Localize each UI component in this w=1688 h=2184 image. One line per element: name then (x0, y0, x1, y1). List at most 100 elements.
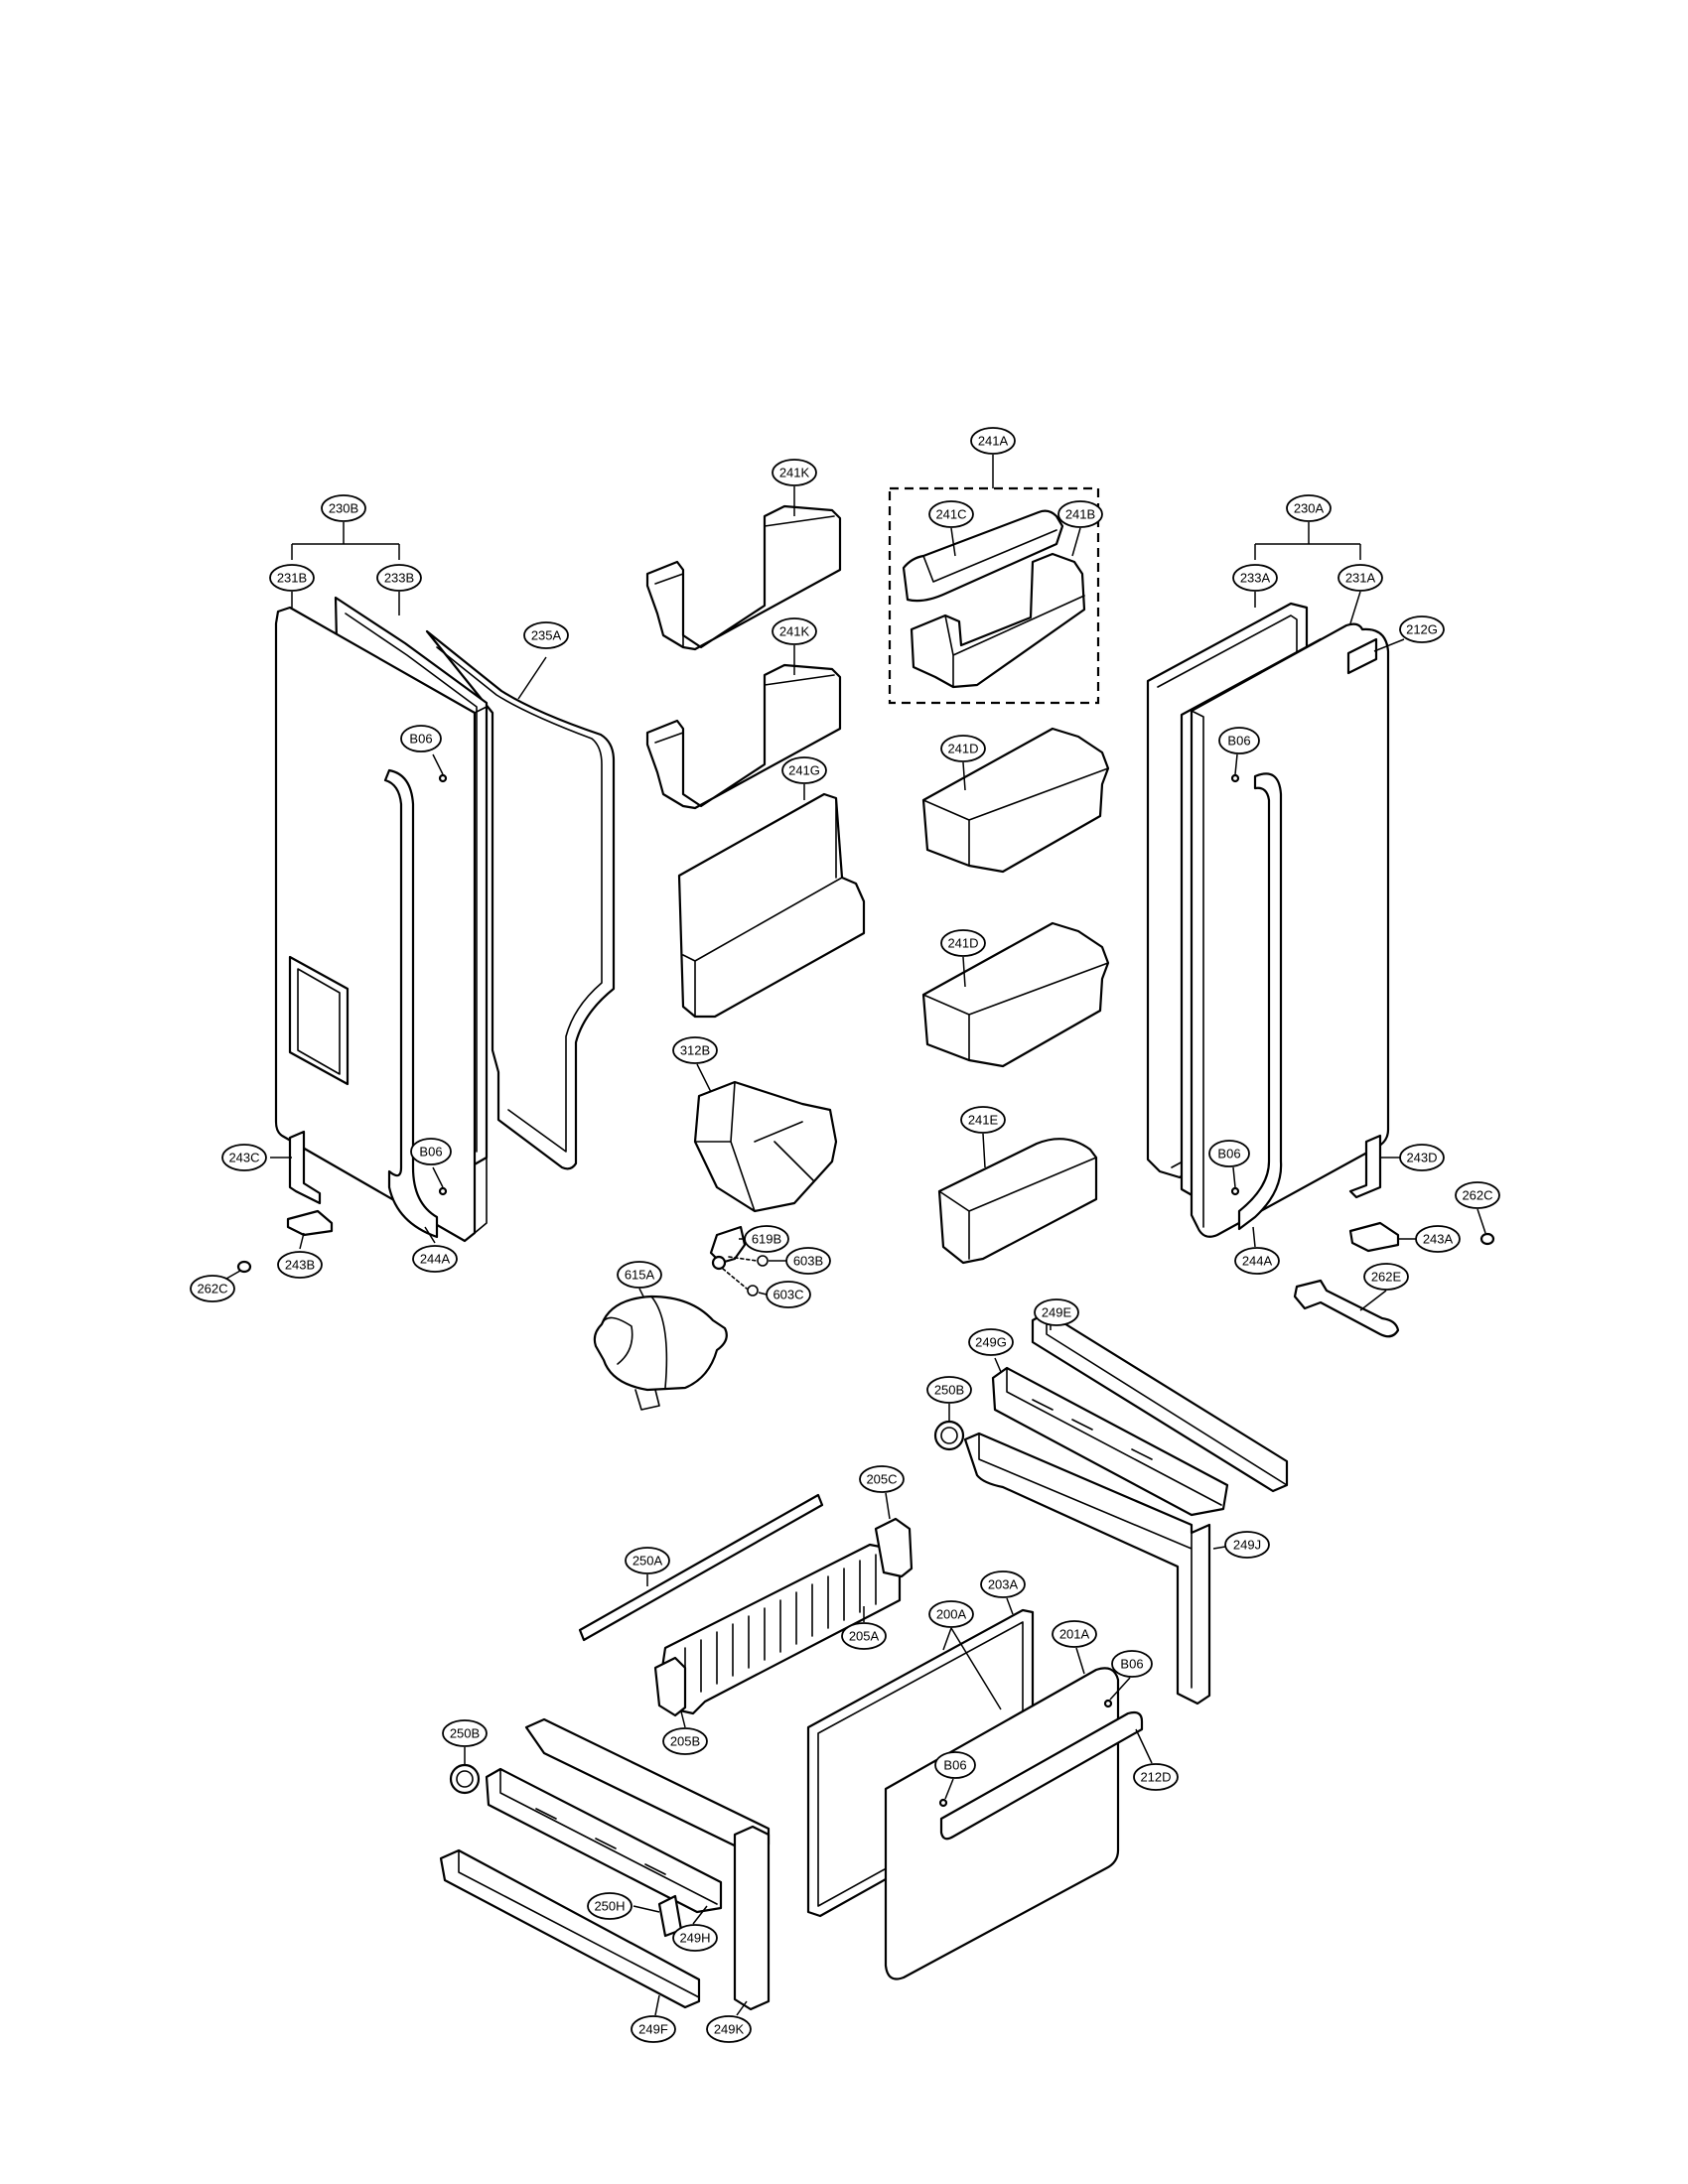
callout-241d-mid: 241D (940, 929, 986, 957)
leader-249f (654, 1994, 660, 2016)
left-door-panel-edge (474, 706, 488, 1234)
leader-235a (517, 656, 547, 700)
door-bins-left-column (593, 504, 866, 1411)
right-screw-262c (1479, 1232, 1495, 1246)
right-handle-244a (1237, 772, 1283, 1231)
callout-label: 262C (1462, 1188, 1492, 1203)
callout-label: B06 (1120, 1657, 1143, 1672)
leader-249g (994, 1357, 1002, 1373)
door-bin-241g-edge (682, 797, 843, 1018)
callout-243d: 243D (1399, 1144, 1445, 1171)
callout-241g: 241G (781, 756, 827, 784)
bracket-249j (963, 1432, 1211, 1706)
left-hinge-243c (288, 1130, 322, 1205)
callout-label: 603B (793, 1254, 823, 1269)
callout-label: 205C (866, 1472, 897, 1487)
callout-b06-left-bottom: B06 (410, 1138, 452, 1165)
callout-262c-left: 262C (190, 1275, 235, 1302)
callout-label: 250B (934, 1383, 964, 1398)
callout-b06-left-top: B06 (400, 725, 442, 752)
door-bins-right-column (921, 727, 1110, 1265)
callout-label: B06 (1217, 1147, 1240, 1161)
right-door-screw-top (1230, 773, 1240, 783)
callout-262c-right: 262C (1455, 1181, 1500, 1209)
callout-603c: 603C (766, 1281, 811, 1308)
gear-250b-bottom-inner (456, 1770, 474, 1788)
callout-label: 241C (935, 507, 966, 522)
leader-241d-mid (962, 956, 966, 988)
left-screw-262c (236, 1260, 252, 1274)
callout-label: 231B (277, 571, 307, 586)
leader-241b (1071, 527, 1081, 557)
ice-chute-312b (693, 1080, 838, 1213)
gear-250b-bottom (449, 1763, 481, 1795)
leader-212d (1135, 1728, 1153, 1764)
callout-243c: 243C (221, 1144, 267, 1171)
leader-262e (1359, 1290, 1387, 1311)
bin-cover-241c-edge (922, 529, 1057, 583)
callout-235a: 235A (523, 621, 569, 649)
callout-603b: 603B (785, 1247, 831, 1275)
callout-241e: 241E (960, 1106, 1006, 1134)
leader-b06-left-top (432, 753, 444, 775)
callout-249k: 249K (706, 2015, 752, 2043)
callout-249f: 249F (631, 2015, 676, 2043)
drawer-screw (938, 1798, 948, 1808)
callout-212g: 212G (1399, 615, 1445, 643)
callout-label: 233B (384, 571, 414, 586)
leader-615a (638, 1288, 644, 1297)
right-hinge-243d (1348, 1134, 1382, 1199)
callout-label: 262C (197, 1282, 227, 1297)
callout-label: 249F (638, 2022, 668, 2037)
right-door-panel-212g (1190, 622, 1390, 1238)
leader-241c (950, 527, 956, 557)
bin-241b-edge (944, 595, 1085, 688)
callout-label: 249E (1042, 1305, 1072, 1320)
door-bin-241k-mid (645, 663, 842, 810)
callout-label: 243C (228, 1151, 259, 1165)
leader-241d-top (962, 761, 966, 791)
callout-b06-drawer: B06 (934, 1751, 976, 1779)
callout-241c: 241C (928, 500, 974, 528)
callout-231b: 231B (269, 564, 315, 592)
callout-label: 249G (975, 1335, 1007, 1350)
leader-244a-right (1252, 1226, 1256, 1248)
callout-label: 205B (670, 1734, 700, 1749)
callout-label: 244A (420, 1252, 451, 1267)
callout-249j: 249J (1224, 1531, 1270, 1559)
right-door-screw-bottom (1230, 1186, 1240, 1196)
callout-label: B06 (1227, 734, 1250, 749)
clip-leaders (722, 1256, 758, 1290)
left-door-screw-top (438, 773, 448, 783)
callout-label: 241K (779, 466, 810, 480)
leader-b06-right-top (1234, 753, 1238, 775)
callout-label: 200A (936, 1607, 967, 1622)
callout-249e: 249E (1034, 1298, 1079, 1326)
callout-241b: 241B (1057, 500, 1103, 528)
callout-label: B06 (419, 1145, 442, 1160)
callout-label: 244A (1242, 1254, 1273, 1269)
bin-group-241a (888, 486, 1100, 705)
callout-241k-top: 241K (772, 459, 817, 486)
callout-label: 212D (1140, 1770, 1171, 1785)
callout-label: 233A (1240, 571, 1271, 586)
callout-label: 249H (679, 1931, 710, 1946)
leader-241e (982, 1133, 986, 1168)
leader-203a (1006, 1597, 1014, 1615)
leader-262c-right (1477, 1208, 1486, 1234)
callout-244a-left: 244A (412, 1245, 458, 1273)
callout-label: 243A (1423, 1232, 1454, 1247)
leader-312b (696, 1063, 712, 1093)
callout-201a: 201A (1052, 1620, 1097, 1648)
drawer-rail-left (439, 1717, 771, 2011)
callout-b06-right-top: B06 (1218, 727, 1260, 754)
callout-label: 235A (531, 628, 562, 643)
leader-231a (1349, 591, 1361, 624)
gear-250b-top (933, 1420, 965, 1451)
callout-233a: 233A (1232, 564, 1278, 592)
callout-label: 205A (849, 1629, 880, 1644)
ice-chute-312b-detail (694, 1081, 815, 1212)
left-door-dispenser-window-inner (297, 968, 341, 1075)
callout-200a: 200A (928, 1600, 974, 1628)
